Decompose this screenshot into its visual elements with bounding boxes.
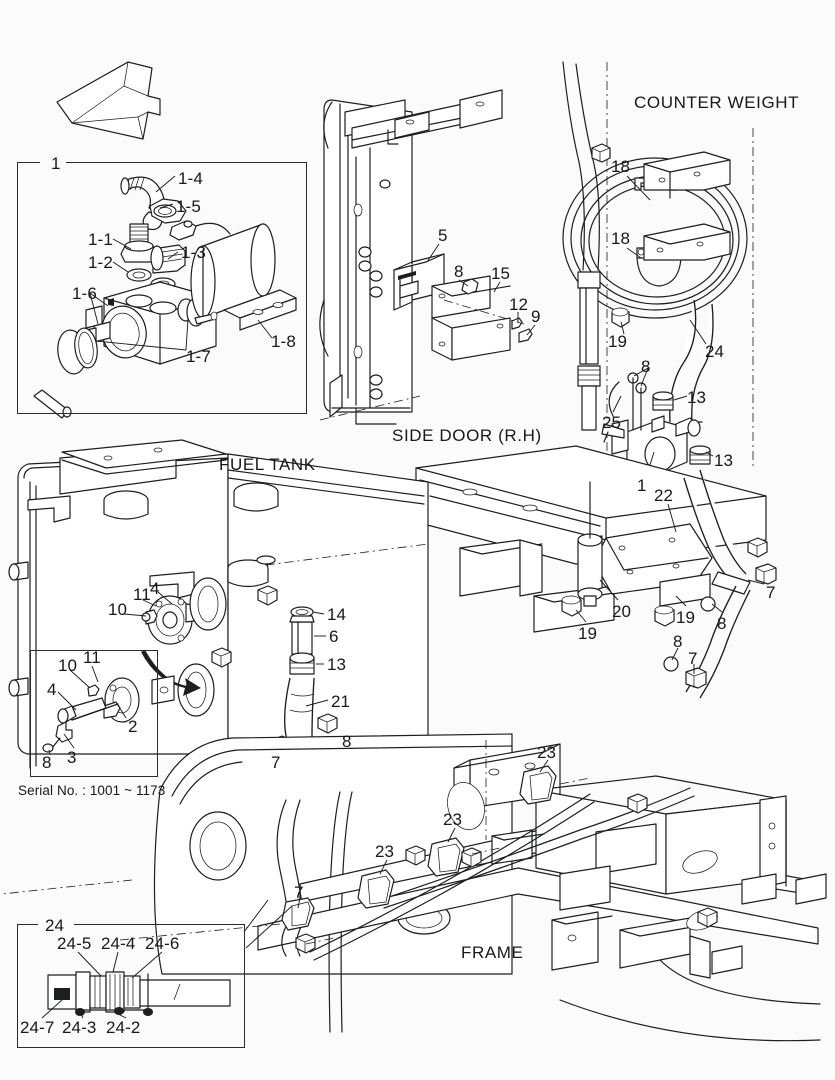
side-door-assembly <box>319 89 536 425</box>
callout-15: 15 <box>491 264 511 283</box>
callout-1-6: 1-6 <box>72 284 97 303</box>
callout-6: 6 <box>329 627 339 646</box>
callout-24-main: 24 <box>705 342 725 361</box>
callout-13-b: 13 <box>714 451 734 470</box>
section-label-frame: FRAME <box>461 943 524 962</box>
counter-weight-assembly <box>562 61 754 479</box>
callout-18-b: 18 <box>611 229 631 248</box>
callout-13-c: 13 <box>327 655 347 674</box>
callout-1-8: 1-8 <box>271 332 296 351</box>
callout-24-5: 24-5 <box>57 934 92 953</box>
callout-8-a: 8 <box>454 262 464 281</box>
callout-24-6: 24-6 <box>145 934 180 953</box>
callout-1-3: 1-3 <box>181 243 206 262</box>
callout-4-main: 4 <box>150 579 160 598</box>
callout-22: 22 <box>654 486 674 505</box>
callout-24-2: 24-2 <box>106 1018 141 1037</box>
callout-7-d: 7 <box>294 883 304 902</box>
detail-callout-8: 8 <box>42 753 52 772</box>
callout-24-4: 24-4 <box>101 934 136 953</box>
detail-box-fuel-sender-frame <box>30 650 158 777</box>
callout-20: 20 <box>612 602 632 621</box>
callout-1-7: 1-7 <box>186 347 211 366</box>
callout-10-main: 10 <box>108 600 128 619</box>
section-label-counter-weight: COUNTER WEIGHT <box>634 93 800 112</box>
callout-14: 14 <box>327 605 347 624</box>
callout-11-main: 11 <box>133 585 151 604</box>
callout-1-5: 1-5 <box>176 197 201 216</box>
section-label-fuel-tank: FUEL TANK <box>219 455 316 474</box>
callout-1-1: 1-1 <box>88 230 113 249</box>
detail-callout-3: 3 <box>67 748 77 767</box>
detail-box-1-id: 1 <box>46 155 66 172</box>
detail-box-1-frame <box>17 162 307 414</box>
callout-9: 9 <box>531 307 541 326</box>
detail-callout-2: 2 <box>128 717 138 736</box>
detail-box-24-frame <box>17 924 245 1048</box>
section-label-side-door: SIDE DOOR (R.H) <box>392 426 542 445</box>
callout-13-a: 13 <box>687 388 707 407</box>
callout-7-b: 7 <box>688 649 698 668</box>
callout-8-b: 8 <box>641 357 651 376</box>
callout-19-c: 19 <box>578 624 598 643</box>
callout-21: 21 <box>331 692 351 711</box>
callout-1-main: 1 <box>637 476 647 495</box>
callout-8-d: 8 <box>673 632 683 651</box>
callout-23-c: 23 <box>375 842 395 861</box>
detail-box-24-id: 24 <box>40 917 69 934</box>
callout-7-a: 7 <box>766 583 776 602</box>
callout-18-a: 18 <box>611 157 631 176</box>
front-direction-arrow <box>56 61 161 140</box>
callout-7-c: 7 <box>271 753 281 772</box>
callout-5: 5 <box>438 226 448 245</box>
callout-8-c: 8 <box>717 614 727 633</box>
detail-callout-11: 11 <box>83 648 101 667</box>
detail-callout-4: 4 <box>47 680 57 699</box>
detail-callout-10: 10 <box>58 656 78 675</box>
callout-24-3: 24-3 <box>62 1018 97 1037</box>
callout-24-7: 24-7 <box>20 1018 55 1037</box>
callout-8-e: 8 <box>342 732 352 751</box>
callout-25: 25 <box>602 413 622 432</box>
callout-1-2: 1-2 <box>88 253 113 272</box>
callout-23-a: 23 <box>537 743 557 762</box>
serial-number-note: Serial No. : 1001 ~ 1173 <box>18 783 166 798</box>
callout-19-b: 19 <box>676 608 696 627</box>
callout-12: 12 <box>509 295 529 314</box>
callout-19-a: 19 <box>608 332 628 351</box>
mid-frame-assembly <box>415 445 777 699</box>
callout-23-b: 23 <box>443 810 463 829</box>
callout-1-4: 1-4 <box>178 169 203 188</box>
